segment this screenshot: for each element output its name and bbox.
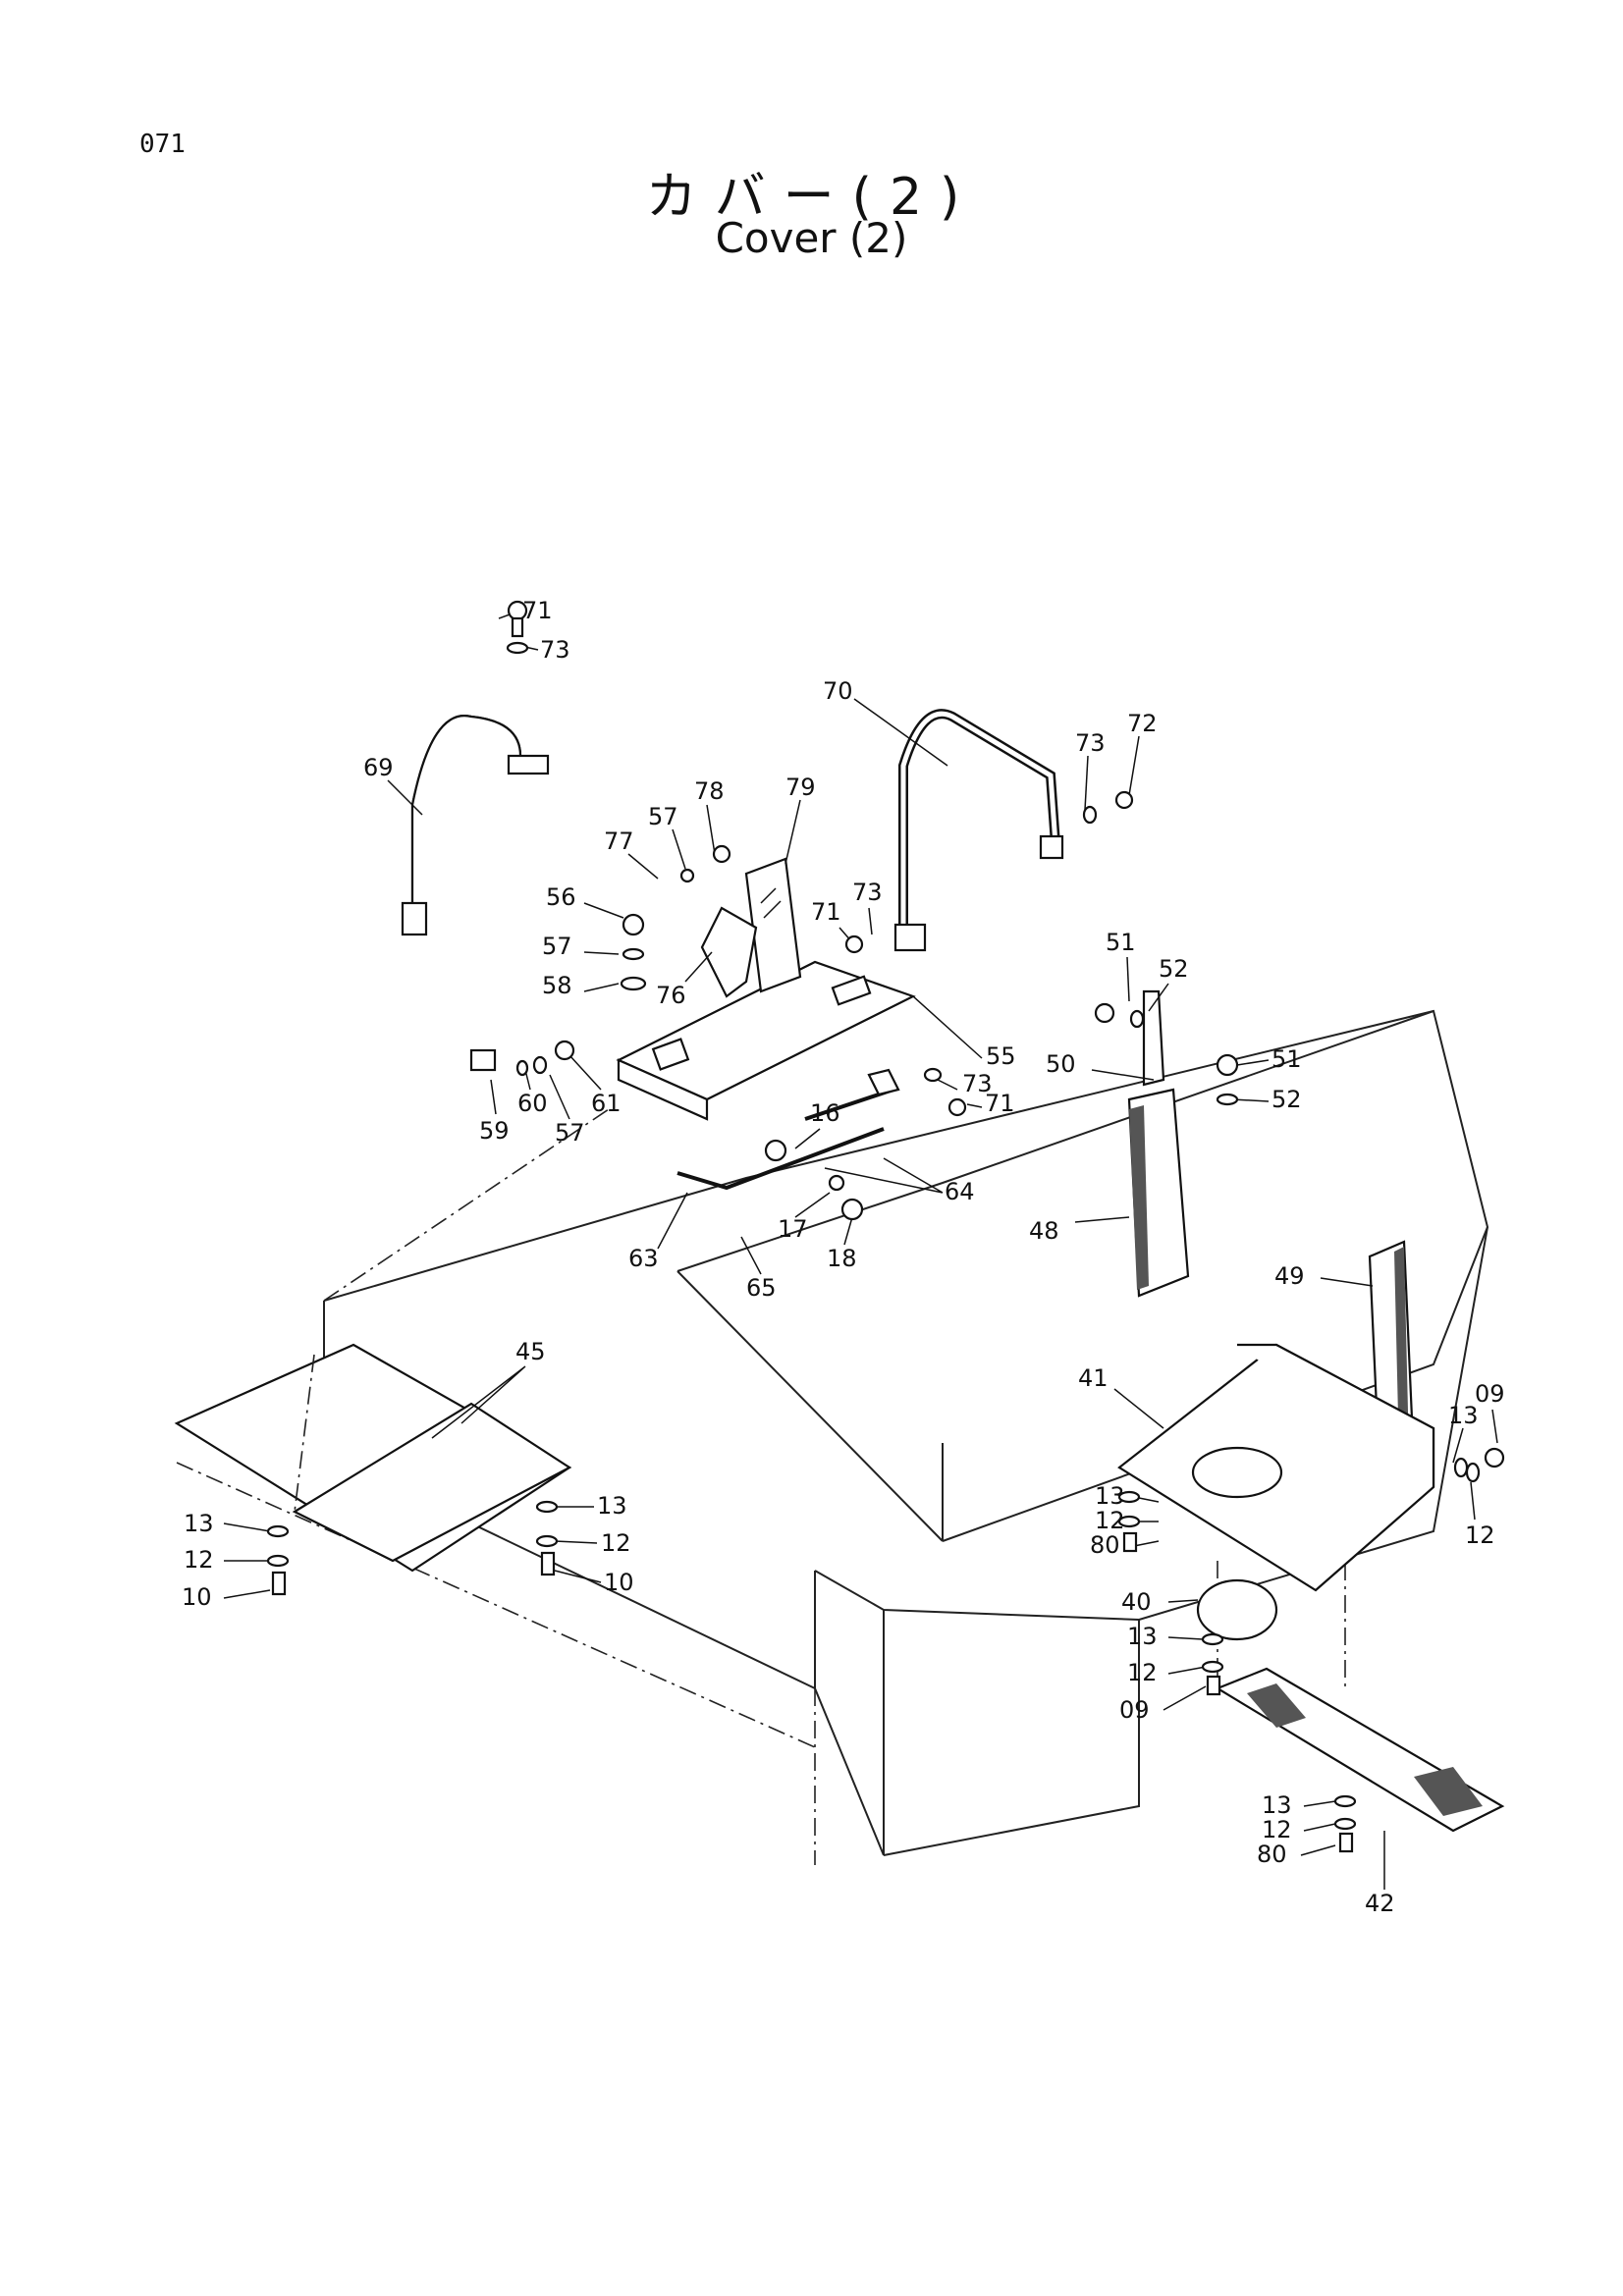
cover-plate-55	[616, 960, 916, 1121]
callout-45: 45	[515, 1338, 546, 1365]
callout-73c: 73	[852, 879, 883, 906]
callout-79: 79	[785, 774, 816, 801]
callout-18: 18	[827, 1245, 857, 1272]
callout-69: 69	[363, 754, 394, 781]
callout-10b: 10	[604, 1569, 634, 1596]
callout-42: 42	[1365, 1890, 1395, 1917]
callout-80a: 80	[1090, 1531, 1120, 1559]
callout-76: 76	[656, 982, 686, 1009]
callout-57b: 57	[542, 933, 572, 960]
callout-77: 77	[604, 828, 634, 855]
side-cover-45	[174, 1343, 572, 1573]
callout-13c: 13	[184, 1510, 214, 1537]
lever-63-65	[676, 1068, 900, 1191]
leader-lines	[223, 610, 1498, 1890]
callout-13f: 13	[1262, 1791, 1292, 1819]
callout-09a: 09	[1475, 1380, 1505, 1408]
callout-63: 63	[628, 1245, 659, 1272]
callout-56: 56	[546, 883, 576, 911]
callout-40: 40	[1121, 1588, 1152, 1616]
callout-17: 17	[778, 1215, 808, 1243]
callout-51a: 51	[1106, 929, 1136, 956]
callout-12b: 12	[1465, 1522, 1495, 1549]
callout-48: 48	[1029, 1217, 1059, 1245]
callout-10a: 10	[182, 1583, 212, 1611]
filter-48	[1127, 989, 1190, 1298]
page-title-english: Cover (2)	[715, 214, 908, 262]
callout-58: 58	[542, 972, 572, 999]
callout-labels: 71 73 69 70 73 72 78 79 57 77 56 57 58 7…	[182, 597, 1505, 1917]
callout-73a: 73	[540, 636, 570, 664]
callout-13a: 13	[1448, 1402, 1479, 1429]
callout-12d: 12	[601, 1529, 631, 1557]
callout-78: 78	[694, 777, 725, 805]
callout-12e: 12	[1127, 1659, 1158, 1686]
callout-41: 41	[1078, 1364, 1109, 1392]
page-number: 071	[139, 130, 186, 159]
callout-13e: 13	[1127, 1623, 1158, 1650]
callout-59: 59	[479, 1117, 510, 1145]
callout-72: 72	[1127, 710, 1158, 737]
mirror-79	[700, 857, 802, 998]
callout-12f: 12	[1262, 1816, 1292, 1843]
callout-50: 50	[1046, 1050, 1076, 1078]
callout-60: 60	[517, 1090, 548, 1117]
callout-52b: 52	[1271, 1086, 1302, 1113]
bracket-41	[1117, 1343, 1435, 1592]
handrail-69	[401, 715, 550, 936]
handrail-70	[893, 709, 1064, 952]
callout-12c: 12	[184, 1546, 214, 1574]
callout-52a: 52	[1159, 955, 1189, 983]
under-cover-42	[1215, 1667, 1505, 1833]
callout-71b: 71	[811, 898, 841, 926]
callout-49: 49	[1274, 1262, 1305, 1290]
callout-73d: 73	[962, 1070, 993, 1097]
callout-55: 55	[986, 1042, 1016, 1070]
fasteners	[266, 600, 1505, 1853]
callout-57a: 57	[648, 803, 678, 830]
cover-40	[1196, 1578, 1278, 1641]
callout-09b: 09	[1119, 1696, 1150, 1724]
callout-57c: 57	[555, 1119, 585, 1147]
page-title-japanese: カバー(2)	[645, 168, 978, 227]
callout-61: 61	[591, 1090, 622, 1117]
callout-80b: 80	[1257, 1841, 1287, 1868]
callout-65: 65	[746, 1274, 777, 1302]
callout-71c: 71	[985, 1090, 1015, 1117]
callout-16: 16	[810, 1099, 840, 1127]
callout-51b: 51	[1271, 1045, 1302, 1073]
callout-64: 64	[945, 1178, 975, 1205]
callout-70: 70	[823, 677, 853, 705]
callout-73b: 73	[1075, 729, 1106, 757]
callout-13d: 13	[597, 1492, 627, 1520]
